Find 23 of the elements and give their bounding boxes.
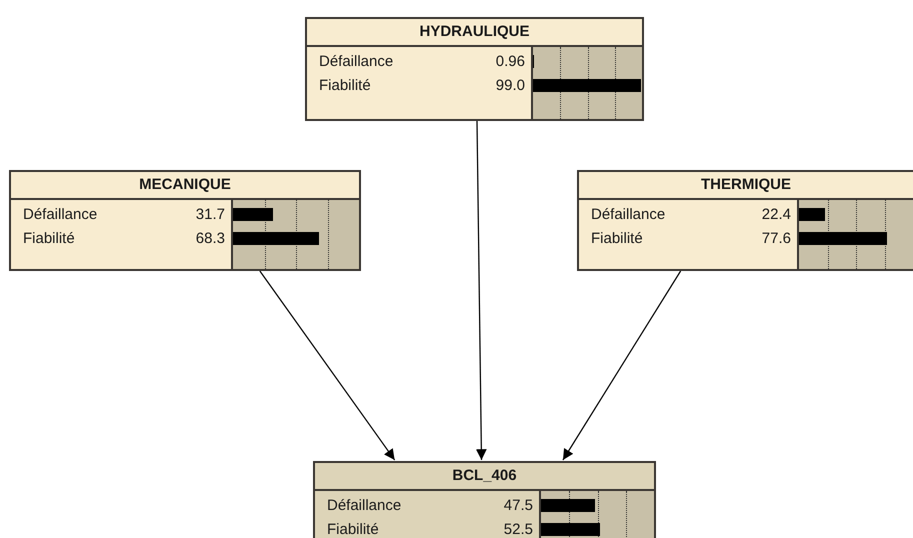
- probability-value: 22.4: [760, 205, 791, 225]
- node-box: [305, 17, 644, 121]
- probability-value: 68.3: [194, 229, 225, 249]
- arrow: [476, 121, 487, 460]
- probability-value: 0.96: [494, 52, 525, 72]
- node-box: [9, 170, 361, 271]
- state-label: Fiabilité: [591, 229, 643, 249]
- probability-value: 99.0: [494, 76, 525, 96]
- state-label: Défaillance: [327, 496, 402, 516]
- node-box: [313, 461, 656, 538]
- state-label: Fiabilité: [23, 229, 75, 249]
- state-label: Défaillance: [591, 205, 666, 225]
- probability-value: 52.5: [502, 520, 533, 538]
- state-label: Défaillance: [23, 205, 98, 225]
- probability-value: 31.7: [194, 205, 225, 225]
- probability-value: 77.6: [760, 229, 791, 249]
- probability-value: 47.5: [502, 496, 533, 516]
- state-label: Défaillance: [319, 52, 394, 72]
- arrow: [562, 270, 682, 460]
- arrow: [259, 270, 396, 460]
- node-box: [577, 170, 913, 271]
- state-label: Fiabilité: [327, 520, 379, 538]
- state-label: Fiabilité: [319, 76, 371, 96]
